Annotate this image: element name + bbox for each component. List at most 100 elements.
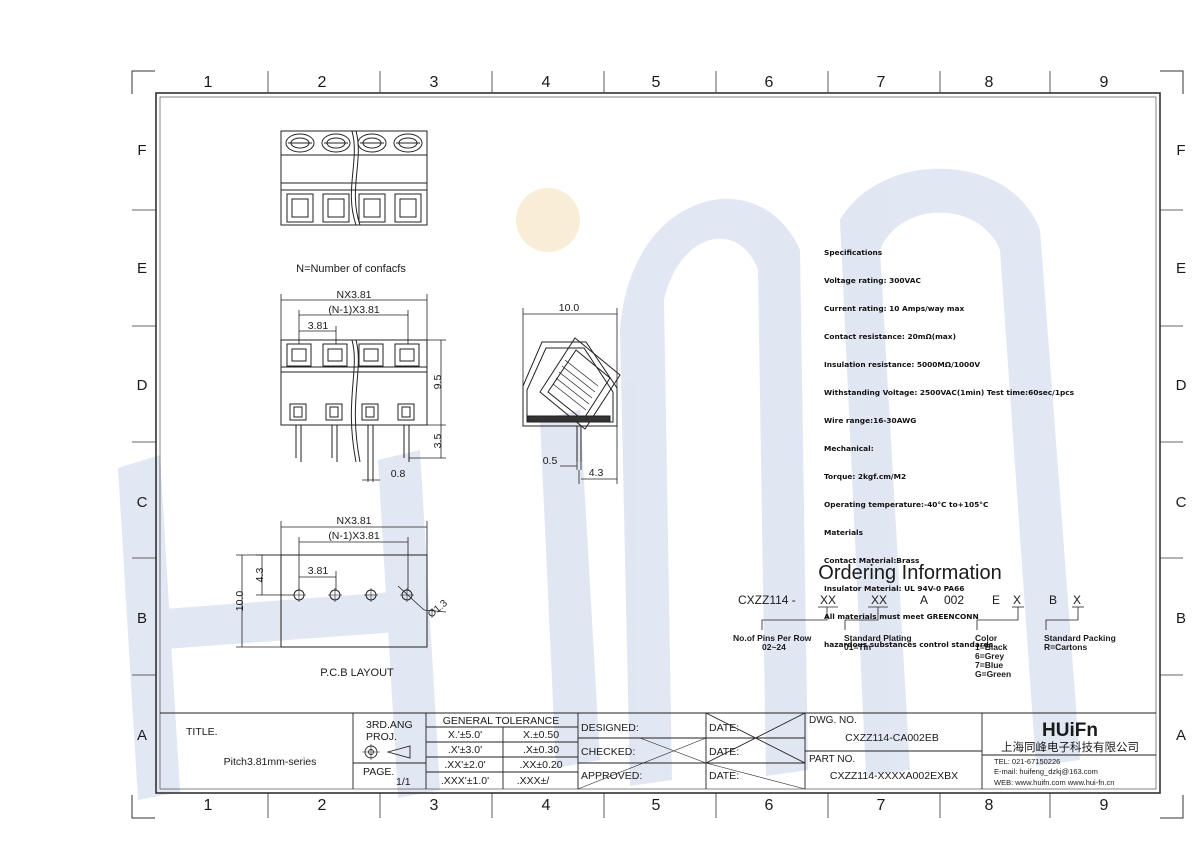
pcb-dim-span: (N-1)X3.81 xyxy=(328,530,380,542)
grid-col-4-bottom: 4 xyxy=(542,797,551,814)
grid-col-6: 6 xyxy=(765,74,774,91)
spec-line-1: Voltage rating: 300VAC xyxy=(824,275,921,285)
grid-column-labels-top: 1 2 3 4 5 6 7 8 9 xyxy=(204,74,1109,91)
front-dim-height: 9.5 xyxy=(432,375,444,390)
side-view xyxy=(522,308,621,484)
company-name: 上海同峰电子科技有限公司 xyxy=(1001,740,1139,754)
grid-row-a: A xyxy=(137,727,147,744)
grid-row-b: B xyxy=(137,610,147,627)
tolerance-r2-c1: .XX±0.20 xyxy=(519,759,562,771)
wire-entries xyxy=(286,193,422,223)
ordering-code-color: X xyxy=(1013,593,1021,607)
pcb-layout xyxy=(236,521,447,648)
side-dimensions xyxy=(522,308,618,484)
tolerance-r0-c0: X.'±5.0' xyxy=(448,729,482,741)
ordering-notes: No.of Pins Per Row 02~24 Standard Platin… xyxy=(733,633,1116,679)
top-view-caption: N=Number of confacfs xyxy=(296,263,406,275)
grid-col-3: 3 xyxy=(430,74,439,91)
approved-label: APPROVED: xyxy=(581,770,642,782)
color-label-1: 1=Black xyxy=(975,642,1008,652)
pcb-holes xyxy=(292,588,414,602)
grid-row-c: C xyxy=(137,494,148,511)
ordering-code-plating: XX xyxy=(871,593,887,607)
spec-line-3: Contact resistance: 20mΩ(max) xyxy=(824,331,956,341)
spec-line-13: All materials must meet GREENCONN xyxy=(824,612,979,622)
top-view xyxy=(280,130,428,226)
company-logo: HUiFn xyxy=(1042,720,1098,741)
ordering-code-packing: X xyxy=(1073,593,1081,607)
title-block xyxy=(160,712,1156,790)
ordering-code: CXZZ114 - XX XX A 002 E X B X xyxy=(738,593,1081,607)
front-entries xyxy=(286,343,420,421)
watermark-dot xyxy=(516,188,580,252)
color-label-3: 7=Blue xyxy=(975,660,1003,670)
tolerance-r3-c1: .XXX±/ xyxy=(517,775,550,787)
dwg-label: DWG. NO. xyxy=(809,715,857,726)
grid-row-a-right: A xyxy=(1176,727,1186,744)
side-dim-offset: 4.3 xyxy=(589,467,604,479)
specifications: Specifications Voltage rating: 300VAC Cu… xyxy=(824,229,1074,659)
spec-line-10: Materials xyxy=(824,528,863,537)
tolerance-title: GENERAL TOLERANCE xyxy=(443,715,560,727)
grid-col-2: 2 xyxy=(318,74,327,91)
grid-row-labels-right: F E D C B A xyxy=(1176,142,1187,744)
spec-line-7: Mechanical: xyxy=(824,443,874,453)
title-block-text: TITLE. Pitch3.81mm-series 3RD.ANG PROJ. … xyxy=(186,715,958,788)
grid-col-9: 9 xyxy=(1100,74,1109,91)
company-block: HUiFn 上海同峰电子科技有限公司 TEL: 021-67150226 E-m… xyxy=(994,720,1139,787)
ordering-title: Ordering Information xyxy=(818,562,1001,584)
sheet-frame xyxy=(131,70,1184,819)
front-view xyxy=(280,294,446,482)
page-label: PAGE. xyxy=(363,766,394,778)
designed-date-label: DATE: xyxy=(709,722,739,734)
pcb-dim-total: NX3.81 xyxy=(336,515,371,527)
grid-column-labels-bottom: 1 2 3 4 5 6 7 8 9 xyxy=(204,797,1109,814)
front-dim-pin: 3.5 xyxy=(432,434,444,449)
spec-line-8: Torque: 2kgf.cm/M2 xyxy=(824,471,907,481)
packing-label-1: R=Cartons xyxy=(1044,642,1087,652)
side-dim-width: 10.0 xyxy=(559,302,580,314)
grid-row-c-right: C xyxy=(1176,494,1187,511)
front-dim-pitch: 3.81 xyxy=(308,320,329,332)
plating-label-0: Standard Plating xyxy=(844,633,912,643)
pcb-caption: P.C.B LAYOUT xyxy=(320,667,394,679)
grid-col-2-bottom: 2 xyxy=(318,797,327,814)
ordering-code-series: 002 xyxy=(944,593,964,607)
front-dim-pin-width: 0.8 xyxy=(391,468,406,480)
grid-col-6-bottom: 6 xyxy=(765,797,774,814)
page-value: 1/1 xyxy=(396,776,411,788)
pcb-dim-depth: 10.0 xyxy=(234,591,246,612)
tolerance-r1-c1: .X±0.30 xyxy=(523,744,559,756)
part-label: PART NO. xyxy=(809,754,855,765)
grid-row-e: E xyxy=(137,260,147,277)
grid-row-f: F xyxy=(137,142,146,159)
front-dim-total: NX3.81 xyxy=(336,289,371,301)
ordering-code-a: A xyxy=(920,593,928,607)
part-value: CXZZ114-XXXXA002EXBX xyxy=(830,770,958,782)
ordering-code-pins: XX xyxy=(820,593,836,607)
projection-line-0: 3RD.ANG xyxy=(366,719,413,731)
grid-col-4: 4 xyxy=(542,74,551,91)
grid-col-5: 5 xyxy=(652,74,661,91)
spec-line-12: Insulator Material: UL 94V-0 PA66 xyxy=(824,584,965,594)
title-label: TITLE. xyxy=(186,726,218,738)
grid-row-f-right: F xyxy=(1176,142,1185,159)
spec-line-6: Wire range:16-30AWG xyxy=(824,415,917,425)
pins-label-0: No.of Pins Per Row xyxy=(733,633,812,643)
tolerance-r3-c0: .XXX'±1.0' xyxy=(441,775,489,787)
grid-col-7: 7 xyxy=(877,74,886,91)
watermark xyxy=(118,168,1080,800)
pcb-dim-hole: Ø1.3 xyxy=(426,598,450,621)
pcb-dimensions xyxy=(236,521,447,648)
title-value: Pitch3.81mm-series xyxy=(224,756,317,768)
front-pins xyxy=(295,425,410,480)
spec-line-14: hazardous substances control standards. xyxy=(824,640,996,650)
spec-line-9: Operating temperature:-40°C to+105°C xyxy=(824,499,989,509)
grid-col-9-bottom: 9 xyxy=(1100,797,1109,814)
pcb-dim-pitch: 3.81 xyxy=(308,565,329,577)
ordering-leaders xyxy=(761,606,1084,630)
grid-row-d-right: D xyxy=(1176,377,1187,394)
front-dim-span: (N-1)X3.81 xyxy=(328,304,380,316)
color-label-2: 6=Grey xyxy=(975,651,1004,661)
dwg-value: CXZZ114-CA002EB xyxy=(845,732,939,744)
